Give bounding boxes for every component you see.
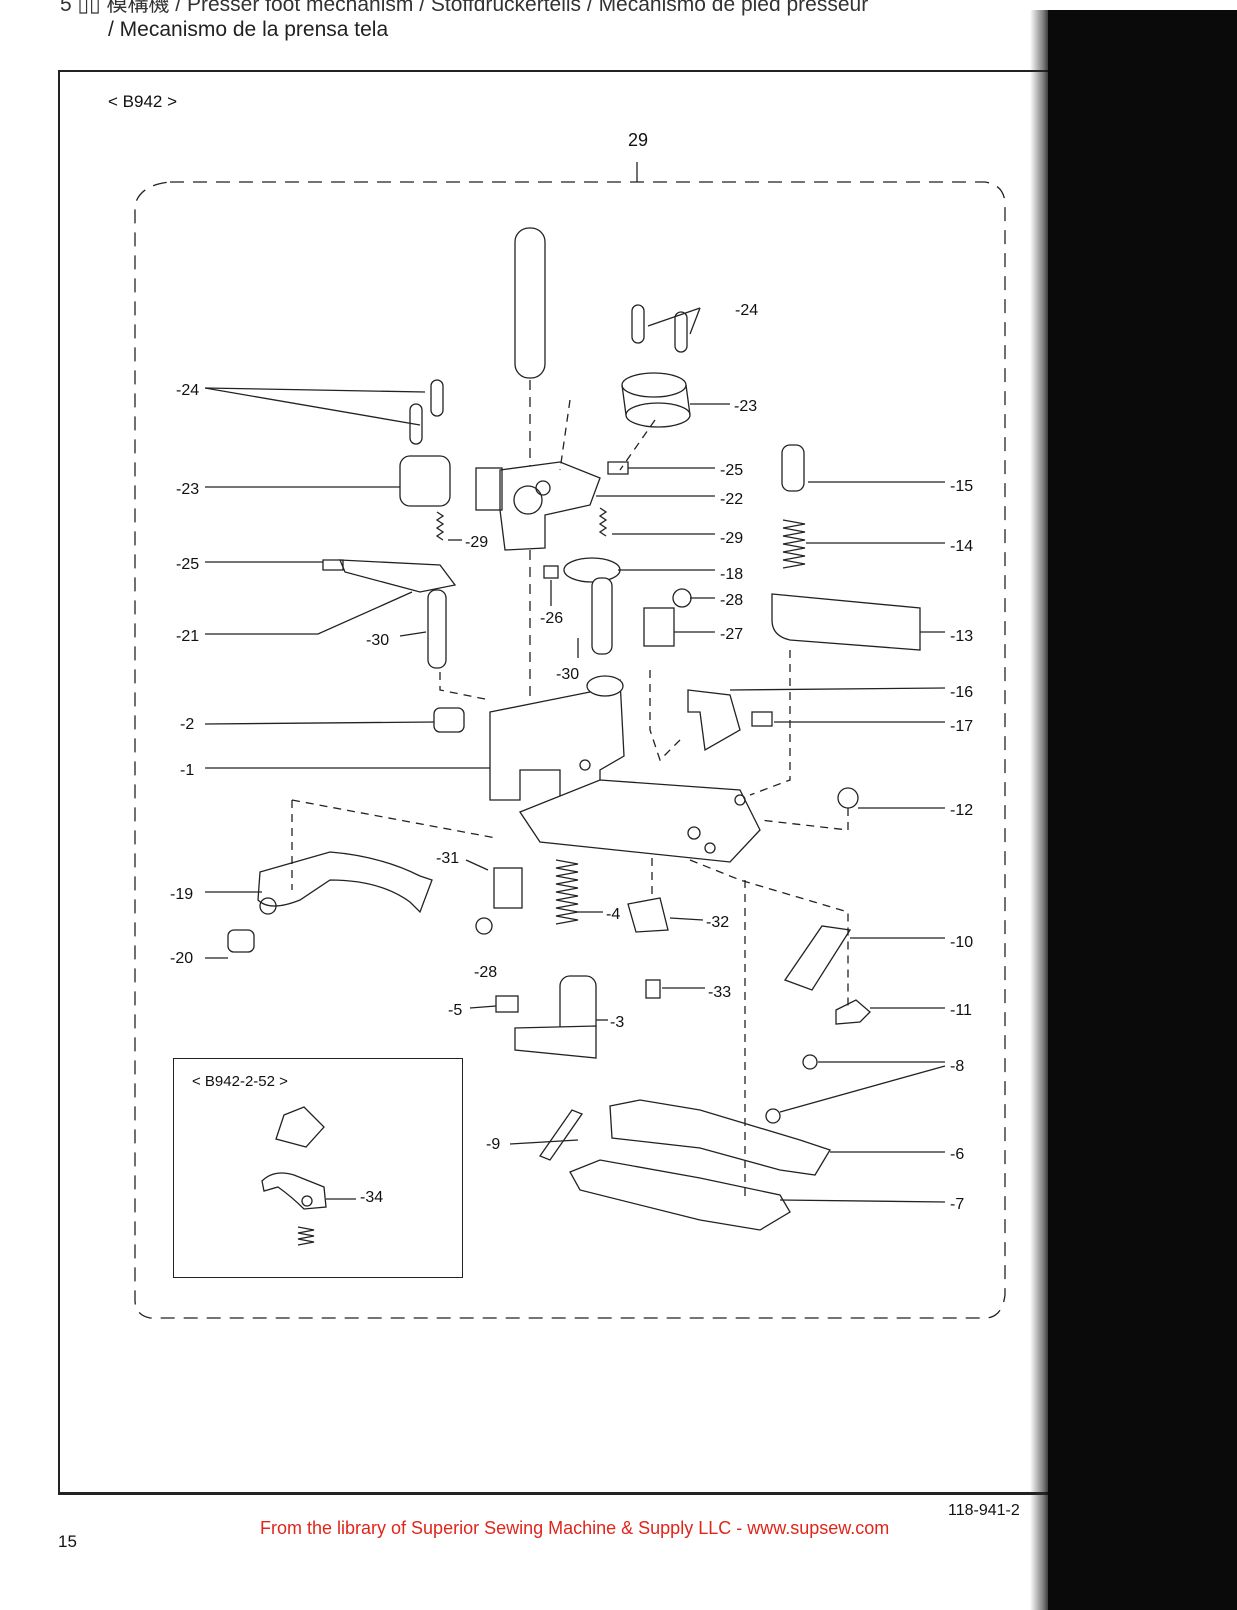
callout-29-right: -29 [720,530,744,547]
callout-30-left: -30 [366,632,390,649]
callout-11: -11 [950,1002,972,1019]
callout-25-left: -25 [176,556,200,573]
callout-13: -13 [950,628,974,645]
callout-14: -14 [950,538,974,555]
callout-21: -21 [176,628,200,645]
callout-10: -10 [950,934,974,951]
callout-8: -8 [950,1058,965,1075]
callout-28-bottom: -28 [474,964,498,981]
callout-31: -31 [436,850,460,867]
callout-15: -15 [950,478,974,495]
callout-4: -4 [606,906,621,923]
scan-black-edge [1048,10,1237,1610]
callout-6: -6 [950,1146,965,1163]
callout-24-left: -24 [176,382,200,399]
callout-30-right: -30 [556,666,580,683]
document-number: 118-941-2 [948,1502,1020,1519]
callout-23-right: -23 [734,398,758,415]
callout-1: -1 [180,762,195,779]
callout-3: -3 [610,1014,625,1031]
scan-shadow [1030,10,1052,1610]
callout-12: -12 [950,802,974,819]
callout-24-right: -24 [735,302,759,319]
callout-2: -2 [180,716,195,733]
page-title-line2: / Mecanismo de la prensa tela [108,18,389,41]
callout-34: -34 [360,1189,384,1206]
callout-26: -26 [540,610,564,627]
library-footer: From the library of Superior Sewing Mach… [260,1518,890,1538]
callout-29-left: -29 [465,534,489,551]
diagram-frame [58,70,1060,1495]
callout-33: -33 [708,984,732,1001]
inset-parts-drawing [261,1106,356,1246]
callout-23-left: -23 [176,481,200,498]
callout-7: -7 [950,1196,965,1213]
assembly-number: 29 [628,130,649,150]
callout-20: -20 [170,950,194,967]
model-label: < B942 > [108,92,178,111]
callout-28-top: -28 [720,592,744,609]
page-title-line1: 5 ▯▯ 模構機 / Presser foot mechanism / Stof… [60,0,869,16]
callout-22: -22 [720,491,744,508]
variant-inset: < B942-2-52 > -34 [173,1058,463,1278]
callout-17: -17 [950,718,974,735]
callout-9: -9 [486,1136,501,1153]
page-number: 15 [58,1532,77,1551]
callout-27: -27 [720,626,744,643]
callout-19: -19 [170,886,194,903]
inset-title: < B942-2-52 > [192,1073,288,1090]
callout-5: -5 [448,1002,463,1019]
callout-32: -32 [706,914,730,931]
callout-16: -16 [950,684,974,701]
callout-25-right: -25 [720,462,744,479]
callout-18: -18 [720,566,744,583]
